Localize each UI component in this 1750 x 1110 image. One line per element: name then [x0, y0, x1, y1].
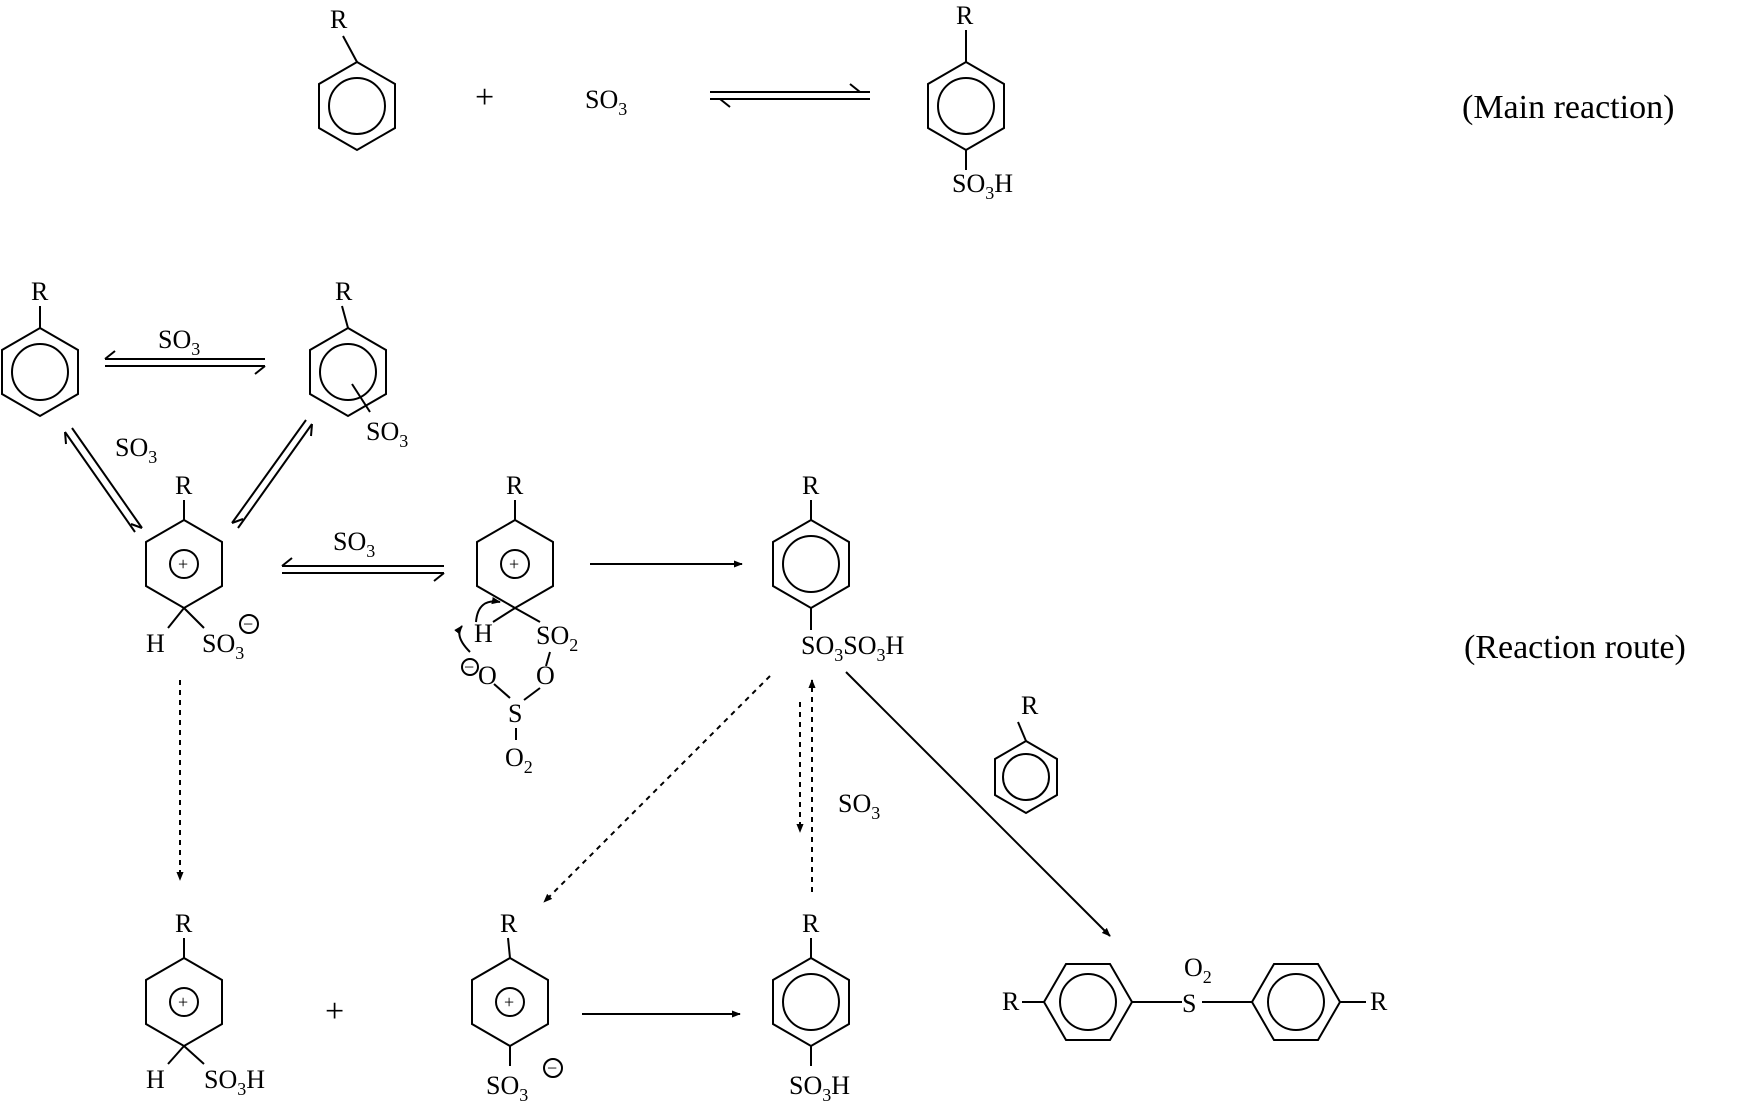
reaction-arrow [845, 671, 1111, 937]
o2-label: O2 [505, 743, 533, 777]
benzenesulfonic-acid-product: R SO3H [927, 1, 1013, 203]
so3-reagent: SO3 [158, 325, 200, 359]
reaction-route-label: (Reaction route) [1464, 629, 1686, 666]
so3so3h-label: SO3SO3H [801, 631, 905, 665]
r-label: R [335, 277, 353, 306]
positive-charge: + [504, 992, 514, 1012]
so3-reagent: SO3 [838, 789, 880, 823]
r-label: R [802, 471, 820, 500]
r-label: R [1021, 691, 1039, 720]
negative-charge: − [464, 657, 474, 677]
r-label: R [175, 909, 193, 938]
positive-charge: + [509, 554, 519, 574]
so3-label: SO3 [486, 1071, 528, 1105]
r-label: R [175, 471, 193, 500]
positive-charge: + [178, 554, 188, 574]
diaryl-sulfone: R S O2 R [1002, 953, 1388, 1041]
h-label: H [146, 629, 165, 658]
benzene-r-reagent: R [994, 691, 1058, 815]
pyrosulfonic-acid: R SO3SO3H [772, 471, 905, 665]
r-label: R [330, 5, 348, 34]
equilibrium-arrow [710, 83, 870, 108]
benzenesulfonic-acid: R SO3H [772, 909, 850, 1105]
r-label: R [802, 909, 820, 938]
r-label: R [1002, 987, 1020, 1016]
benzene-r-start: R [1, 277, 79, 418]
equilibrium-arrow-left: SO3 [64, 427, 157, 533]
so3-reagent: SO3 [585, 85, 627, 119]
dashed-arrow [543, 675, 771, 903]
so3h-label: SO3H [789, 1071, 850, 1105]
o-label: O [478, 661, 497, 690]
h-label: H [474, 619, 493, 648]
plus-sign: + [325, 993, 344, 1030]
negative-charge: − [547, 1058, 557, 1078]
so3-reagent: SO3 [333, 527, 375, 561]
s-label: S [1182, 989, 1196, 1018]
sigma-complex: + R H SO3 − [145, 471, 259, 663]
equilibrium-arrow-middle: SO3 [281, 527, 445, 582]
sigma-complex-so3h: + R H SO3H [145, 909, 265, 1099]
r-label: R [506, 471, 524, 500]
so3h-label: SO3H [952, 169, 1013, 203]
zwitterion: + R SO3 − [471, 909, 563, 1105]
equilibrium-arrow-right [231, 419, 313, 529]
o2-label: O2 [1184, 953, 1212, 987]
so3h-label: SO3H [204, 1065, 265, 1099]
h-label: H [146, 1065, 165, 1094]
equilibrium-arrow-top: SO3 [104, 325, 266, 375]
so3-label: SO3 [366, 417, 408, 451]
main-reaction-label: (Main reaction) [1462, 89, 1674, 126]
r-label: R [500, 909, 518, 938]
cyclic-intermediate: + R H SO2 − O O S O2 [454, 471, 578, 777]
so3-label: SO3 [202, 629, 244, 663]
negative-charge: − [243, 614, 253, 634]
main-reaction: R + SO3 R SO3H (Main reaction) [318, 1, 1674, 203]
so3-reagent: SO3 [115, 433, 157, 467]
benzene-r-reactant: R [318, 5, 396, 152]
r-label: R [31, 277, 49, 306]
plus-sign: + [475, 79, 494, 116]
r-label: R [956, 1, 974, 30]
so2-label: SO2 [536, 621, 578, 655]
reaction-route: R R SO3 SO3 SO3 [1, 277, 1686, 1105]
pi-complex: R SO3 [309, 277, 408, 451]
r-label: R [1370, 987, 1388, 1016]
s-label: S [508, 699, 522, 728]
positive-charge: + [178, 992, 188, 1012]
o-label: O [536, 661, 555, 690]
